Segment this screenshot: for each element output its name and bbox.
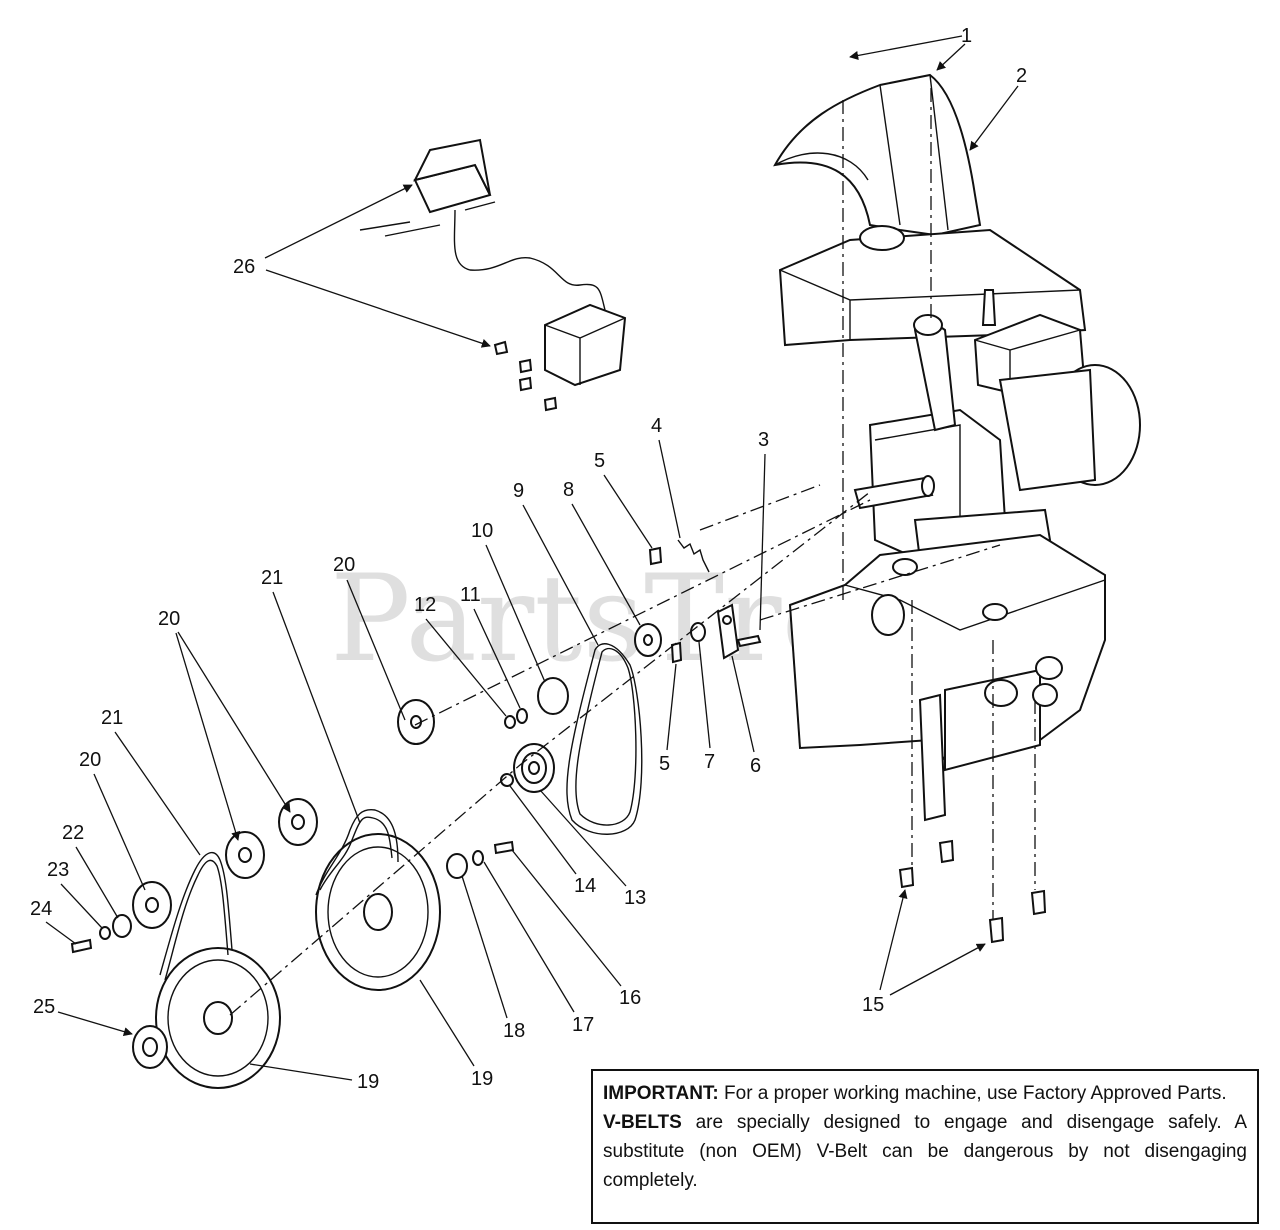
callout-12: 12 xyxy=(414,594,436,616)
callout-20-a: 20 xyxy=(333,554,355,576)
electric-starter-kit xyxy=(359,138,627,412)
callout-17: 17 xyxy=(572,1014,594,1036)
vbelts-label: V-BELTS xyxy=(603,1112,682,1133)
callout-11: 11 xyxy=(460,584,481,606)
callout-16: 16 xyxy=(619,987,641,1009)
callout-3: 3 xyxy=(758,429,769,451)
callout-8: 8 xyxy=(563,479,574,501)
callout-7: 7 xyxy=(704,751,715,773)
important-note: IMPORTANT: For a proper working machine,… xyxy=(591,1069,1259,1224)
frame xyxy=(788,533,1106,822)
callouts: 1 2 3 4 5 5 6 7 8 9 10 11 1 xyxy=(30,25,1027,1093)
callout-18: 18 xyxy=(503,1020,525,1042)
callout-19-right: 19 xyxy=(471,1068,493,1090)
assembly-axes xyxy=(229,88,1036,1016)
callout-5-lower: 5 xyxy=(659,753,670,775)
callout-13: 13 xyxy=(624,887,646,909)
engine-assembly xyxy=(773,73,1141,562)
callout-20-c: 20 xyxy=(79,749,101,771)
callout-9: 9 xyxy=(513,480,524,502)
callout-5-top: 5 xyxy=(594,450,605,472)
important-label: IMPORTANT: xyxy=(603,1083,719,1104)
frame-bolts xyxy=(898,839,1047,944)
callout-26: 26 xyxy=(233,256,255,278)
callout-25: 25 xyxy=(33,996,55,1018)
important-text: For a proper working machine, use Factor… xyxy=(724,1083,1227,1104)
callout-20-b: 20 xyxy=(158,608,180,630)
callout-23: 23 xyxy=(47,859,69,881)
vbelts-text: are specially designed to engage and dis… xyxy=(603,1112,1247,1191)
callout-14: 14 xyxy=(574,875,596,897)
callout-4: 4 xyxy=(651,415,662,437)
callout-10: 10 xyxy=(471,520,493,542)
callout-21-a: 21 xyxy=(261,567,283,589)
pulley-assembly xyxy=(70,699,441,1089)
callout-2: 2 xyxy=(1016,65,1027,87)
callout-6: 6 xyxy=(750,755,761,777)
callout-15: 15 xyxy=(862,994,884,1016)
callout-21-b: 21 xyxy=(101,707,123,729)
center-parts xyxy=(446,539,762,879)
callout-1: 1 xyxy=(961,25,972,47)
callout-19-left: 19 xyxy=(357,1071,379,1093)
callout-24: 24 xyxy=(30,898,52,920)
callout-22: 22 xyxy=(62,822,84,844)
